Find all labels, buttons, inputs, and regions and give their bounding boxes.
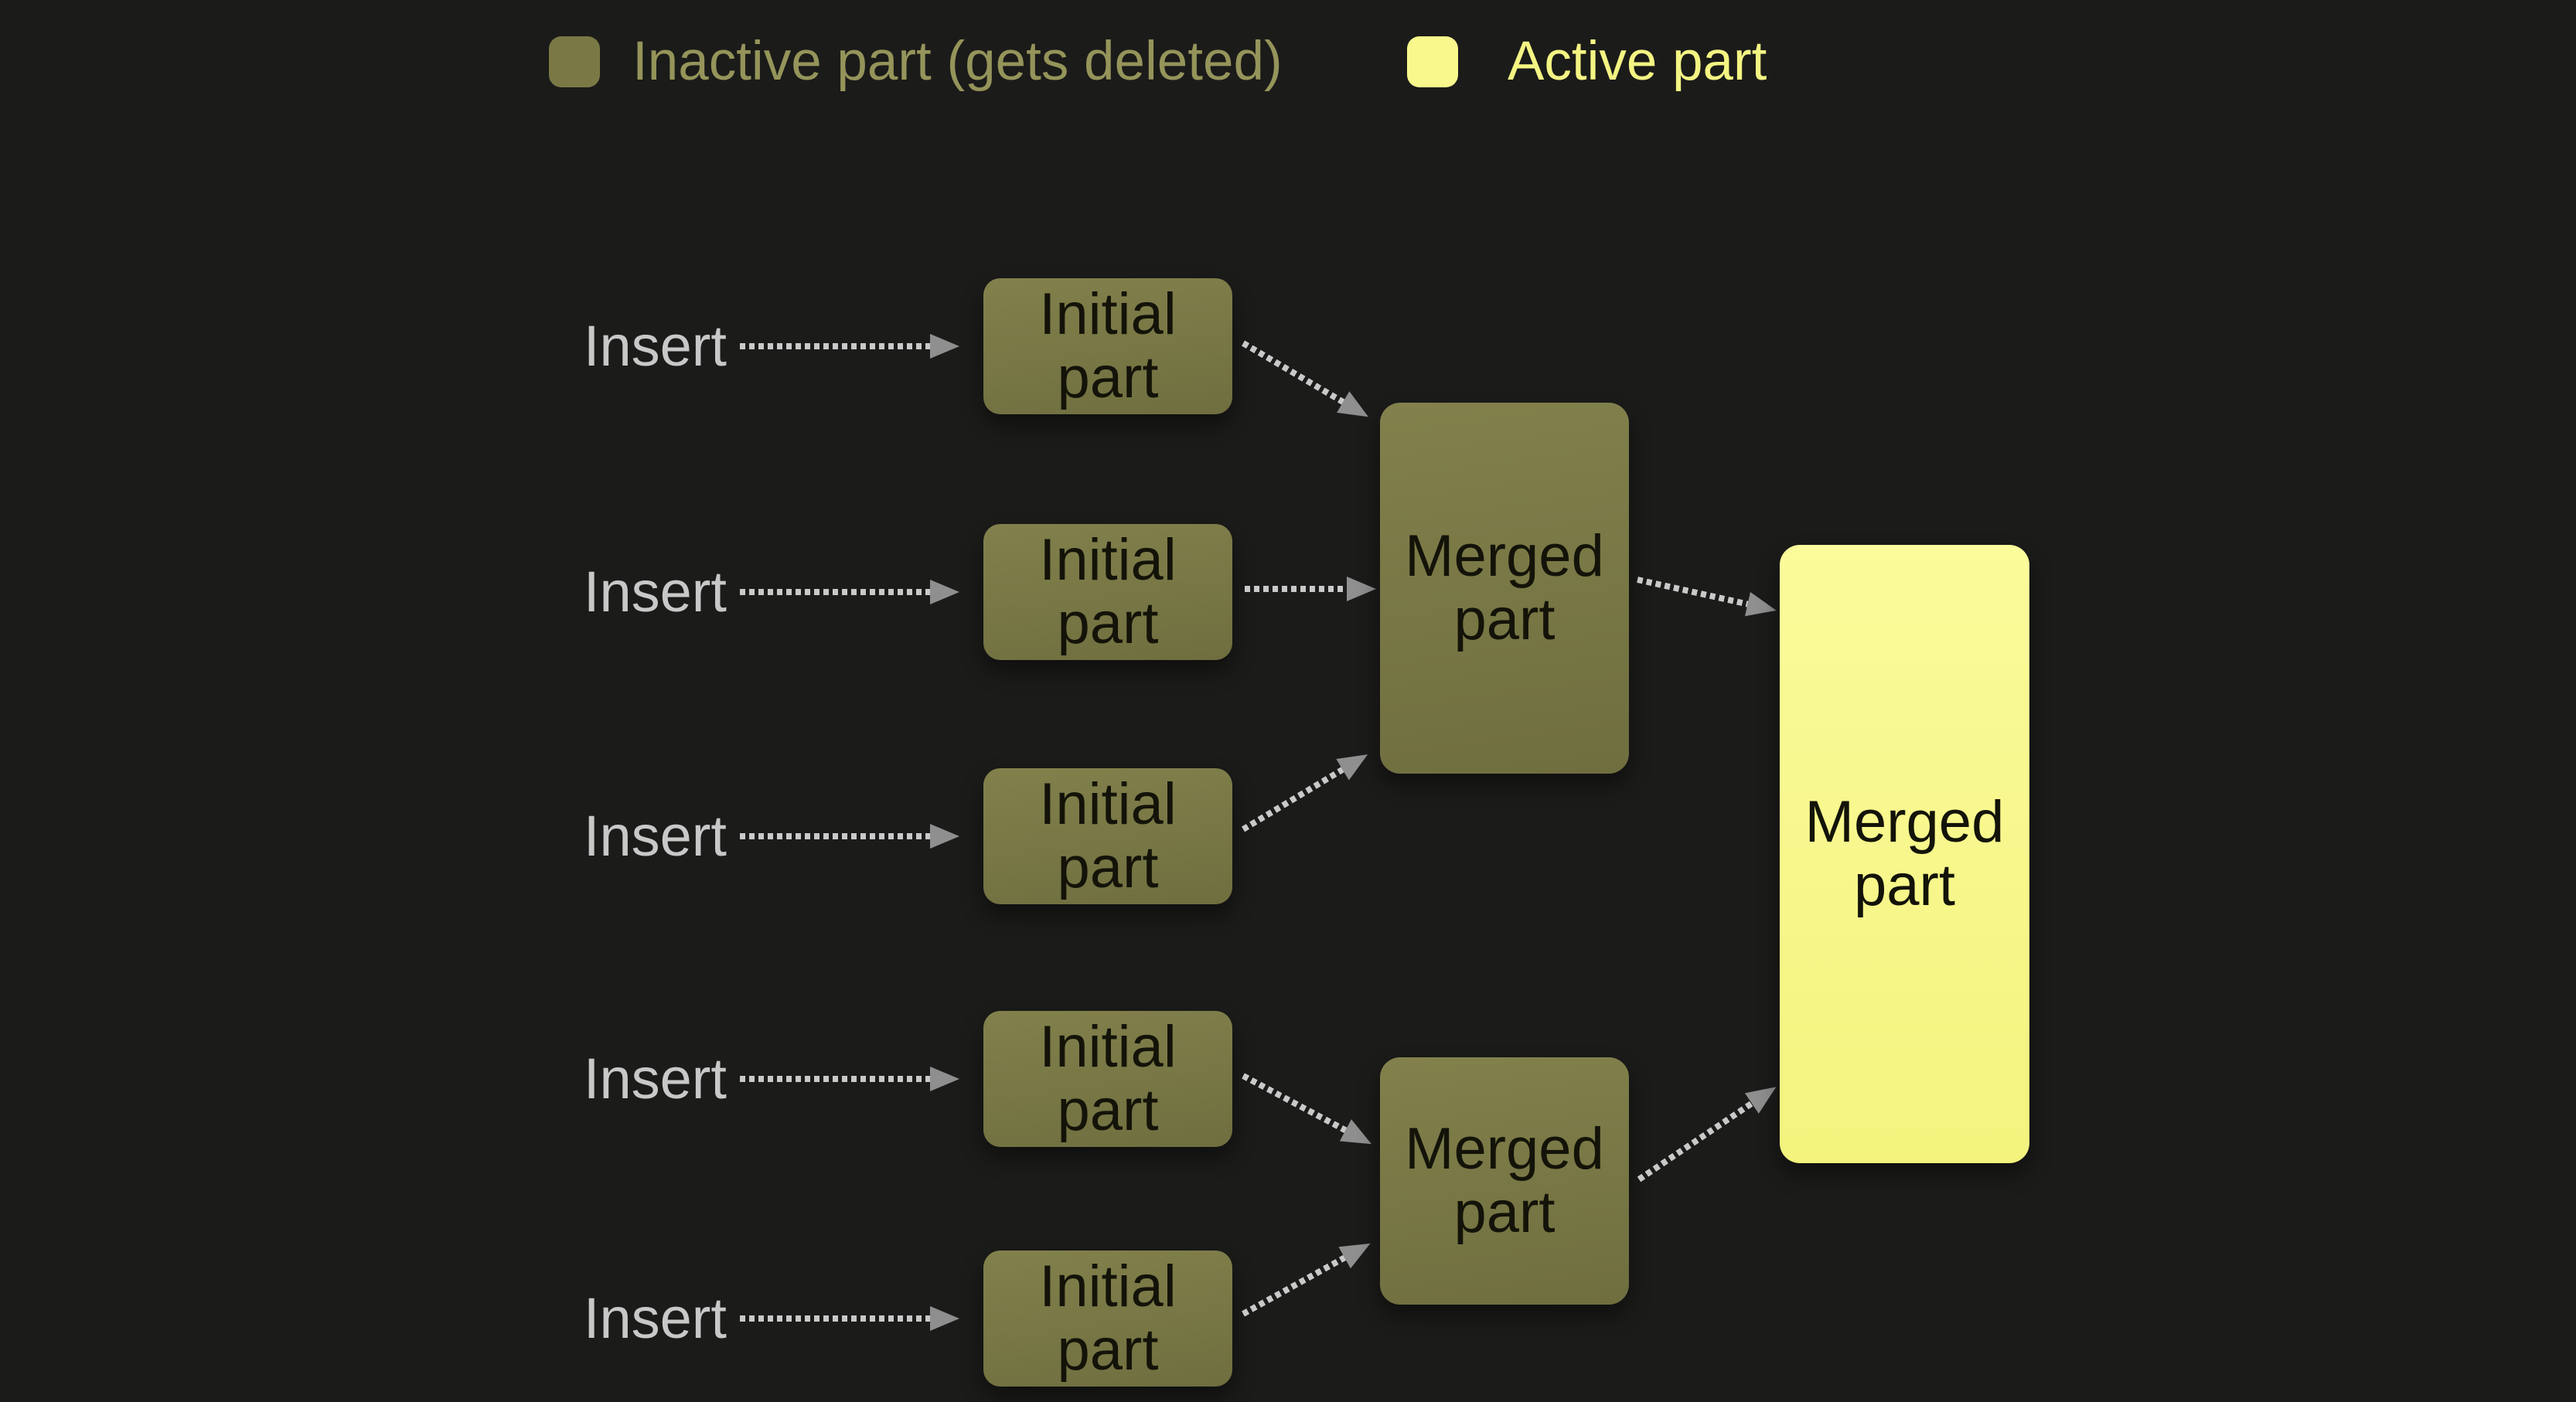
arrow-head-icon (1336, 744, 1375, 781)
insert-label: Insert (583, 314, 727, 378)
arrow-head-icon (1338, 1232, 1377, 1269)
insert-label: Insert (583, 804, 727, 868)
arrow-head-icon (930, 1067, 959, 1091)
merged-part-box-final: Merged part (1780, 545, 2029, 1163)
initial-part-label: Initial part (1039, 771, 1177, 900)
arrow-initial3-to-merged-top (1241, 744, 1375, 832)
initial-part-label: Initial part (1039, 281, 1177, 410)
merged-part-box-bottom: Merged part (1380, 1057, 1629, 1305)
initial-part-label: Initial part (1039, 1013, 1177, 1143)
arrow-initial2-to-merged-top (1245, 577, 1376, 601)
insert-label: Insert (583, 560, 727, 624)
insert-arrow (740, 334, 959, 359)
initial-part-box: Initial part (983, 768, 1232, 904)
arrow-merged-bottom-to-final (1637, 1077, 1784, 1183)
insert-label: Insert (583, 1286, 727, 1350)
arrow-head-icon (1744, 1077, 1784, 1114)
initial-part-box: Initial part (983, 278, 1232, 414)
arrow-head-icon (1347, 577, 1376, 601)
initial-part-label: Initial part (1039, 526, 1177, 656)
insert-label: Insert (583, 1046, 727, 1111)
merged-part-label: Merged part (1405, 522, 1604, 652)
arrow-head-icon (930, 1306, 959, 1331)
merged-part-box-top: Merged part (1380, 403, 1629, 774)
arrow-head-icon (1337, 391, 1375, 428)
legend-swatch-inactive (549, 36, 600, 87)
initial-part-label: Initial part (1039, 1253, 1177, 1383)
arrow-head-icon (930, 334, 959, 359)
merged-part-label: Merged part (1804, 788, 2005, 918)
legend-swatch-active (1407, 36, 1458, 87)
arrow-head-icon (1745, 591, 1780, 623)
arrow-head-icon (930, 824, 959, 849)
arrow-initial5-to-merged-bottom (1242, 1232, 1377, 1317)
arrow-head-icon (930, 580, 959, 604)
insert-arrow (740, 824, 959, 849)
insert-arrow (740, 1306, 959, 1331)
arrow-initial1-to-merged-top (1241, 340, 1375, 428)
insert-arrow (740, 580, 959, 604)
initial-part-box: Initial part (983, 524, 1232, 660)
arrow-merged-top-to-final (1637, 577, 1780, 623)
initial-part-box: Initial part (983, 1011, 1232, 1147)
merged-part-label: Merged part (1405, 1115, 1604, 1245)
arrow-initial4-to-merged-bottom (1242, 1073, 1378, 1155)
initial-part-box: Initial part (983, 1251, 1232, 1387)
legend-label-inactive: Inactive part (gets deleted) (632, 31, 1283, 92)
arrow-head-icon (1339, 1119, 1378, 1155)
legend-label-active: Active part (1508, 31, 1767, 92)
insert-arrow (740, 1067, 959, 1091)
